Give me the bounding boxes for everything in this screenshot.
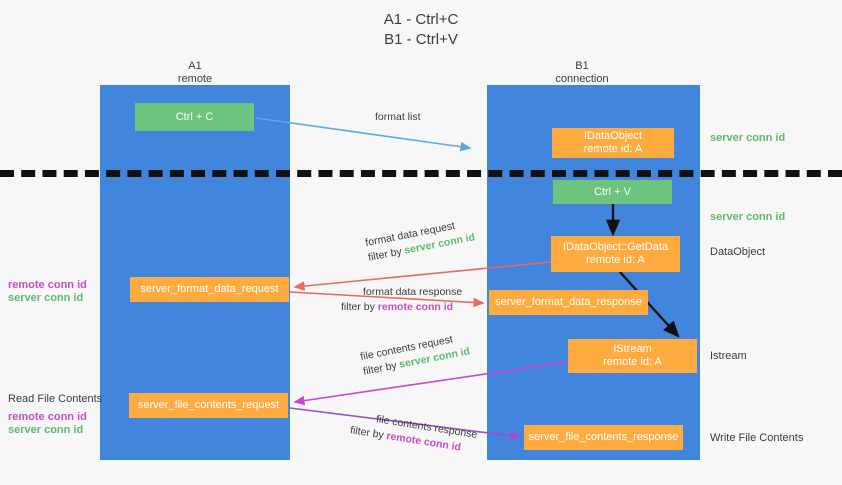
lane-header-a1: A1 remote bbox=[100, 60, 290, 86]
box-server-format-data-response[interactable]: server_format_data_response bbox=[489, 290, 648, 315]
label-right-write-file-contents: Write File Contents bbox=[710, 432, 804, 444]
box-server-file-contents-response-label: server_file_contents_response bbox=[528, 431, 679, 443]
file-res-filter-pre: filter by bbox=[349, 424, 385, 442]
phase-divider bbox=[0, 170, 842, 177]
label-left-server-conn-1: server conn id bbox=[8, 292, 84, 304]
box-ctrl-c[interactable]: Ctrl + C bbox=[135, 103, 254, 131]
box-idataobject[interactable]: IDataObject remote id: A bbox=[552, 128, 674, 158]
box-getdata-line2: remote id: A bbox=[586, 254, 645, 266]
box-idataobject-line2: remote id: A bbox=[583, 143, 643, 155]
box-server-file-contents-request[interactable]: server_file_contents_request bbox=[129, 393, 288, 418]
box-getdata-line1: IDataObject::GetData bbox=[562, 241, 669, 253]
box-ctrl-v-label: Ctrl + V bbox=[594, 185, 631, 198]
box-getdata[interactable]: IDataObject::GetData remote id: A bbox=[551, 236, 680, 272]
box-server-format-data-request-label: server_format_data_request bbox=[140, 283, 279, 295]
fmt-res-filter-val: remote conn id bbox=[377, 301, 454, 313]
label-right-server-conn-2: server conn id bbox=[710, 211, 786, 223]
box-server-file-contents-request-label: server_file_contents_request bbox=[137, 399, 280, 411]
label-left-remote-conn-1: remote conn id bbox=[8, 279, 87, 291]
box-ctrl-c-label: Ctrl + C bbox=[175, 110, 214, 123]
arrow-label-format-list: format list bbox=[375, 111, 421, 123]
box-server-format-data-request[interactable]: server_format_data_request bbox=[130, 277, 289, 302]
title-line-1: A1 - Ctrl+C bbox=[383, 11, 459, 28]
arrow-label-format-data-response-title: format data response bbox=[363, 286, 463, 298]
arrow-label-format-data-response: format data response filter by remote co… bbox=[341, 285, 463, 315]
label-right-istream: Istream bbox=[710, 350, 747, 362]
lane-header-a1-name: A1 bbox=[188, 60, 202, 72]
lane-header-b1: B1 connection bbox=[487, 60, 677, 86]
arrow-label-format-data-request: format data request filter by server con… bbox=[364, 216, 476, 266]
label-left-read-file-contents: Read File Contents bbox=[8, 393, 103, 405]
label-right-dataobject: DataObject bbox=[710, 246, 766, 258]
label-left-server-conn-2: server conn id bbox=[8, 424, 84, 436]
lane-header-a1-sub: remote bbox=[177, 73, 213, 85]
label-right-server-conn-1: server conn id bbox=[710, 132, 786, 144]
box-idataobject-line1: IDataObject bbox=[583, 130, 643, 142]
lane-header-b1-sub: connection bbox=[555, 73, 609, 85]
box-istream-line1: IStream bbox=[613, 343, 652, 355]
arrow-label-file-contents-response: file contents response filter by remote … bbox=[349, 412, 479, 458]
page-title: A1 - Ctrl+C B1 - Ctrl+V bbox=[0, 10, 842, 50]
box-istream-line2: remote id: A bbox=[603, 356, 662, 368]
arrow-label-file-contents-request: file contents request filter by server c… bbox=[359, 330, 471, 380]
box-server-file-contents-response[interactable]: server_file_contents_response bbox=[524, 425, 683, 450]
arrow-label-format-data-response-filter: filter by remote conn id bbox=[341, 300, 462, 315]
box-istream[interactable]: IStream remote id: A bbox=[568, 339, 697, 373]
fmt-res-filter-pre: filter by bbox=[341, 301, 375, 313]
lane-header-b1-name: B1 bbox=[575, 60, 589, 72]
box-server-format-data-response-label: server_format_data_response bbox=[495, 296, 642, 308]
title-line-2: B1 - Ctrl+V bbox=[384, 31, 458, 48]
box-ctrl-v[interactable]: Ctrl + V bbox=[553, 180, 672, 204]
label-left-remote-conn-2: remote conn id bbox=[8, 411, 87, 423]
